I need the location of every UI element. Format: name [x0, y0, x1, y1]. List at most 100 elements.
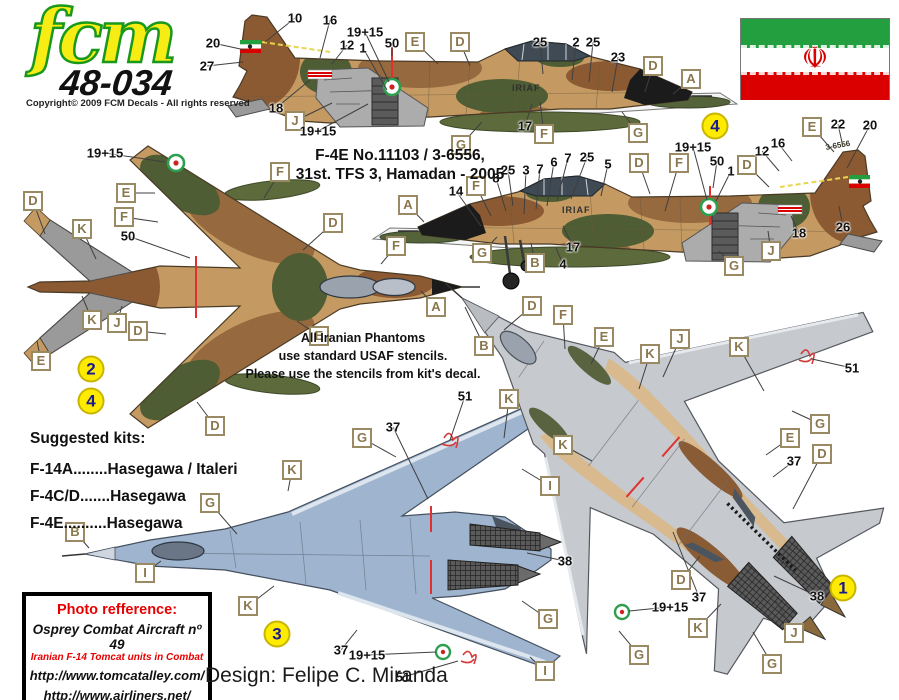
callout-number-51: 51: [844, 360, 860, 376]
callout-number-19+15: 19+15: [674, 139, 712, 155]
callout-number-38: 38: [809, 588, 825, 604]
callout-letter-G: G: [762, 654, 782, 674]
callout-letter-G: G: [628, 123, 648, 143]
callout-letter-E: E: [594, 327, 614, 347]
callout-letter-E: E: [405, 32, 425, 52]
iriaf-text: IRIAF: [562, 205, 591, 215]
callout-letter-A: A: [681, 69, 701, 89]
flag-white-stripe: ☫: [741, 41, 889, 76]
callout-letter-K: K: [640, 344, 660, 364]
callout-number-10: 10: [287, 10, 303, 26]
scheme-marker-1: 1: [829, 574, 857, 602]
scheme-marker-4: 4: [77, 387, 105, 415]
callout-letter-F: F: [386, 236, 406, 256]
callout-number-19+15: 19+15: [651, 599, 689, 615]
wing-script-emblem: [798, 349, 815, 365]
callout-number-1: 1: [727, 163, 735, 179]
callout-number-14: 14: [448, 183, 464, 199]
stencil-note-line2: use standard USAF stencils.: [278, 349, 448, 363]
callout-number-5: 5: [604, 156, 612, 172]
callout-letter-G: G: [724, 256, 744, 276]
callout-number-1: 1: [359, 40, 367, 56]
photo-reference-subtitle: Iranian F-14 Tomcat units in Combat: [30, 652, 204, 663]
photo-reference-link2[interactable]: http://www.airliners.net/: [43, 688, 191, 700]
callout-number-37: 37: [786, 453, 802, 469]
callout-letter-K: K: [282, 460, 302, 480]
stencil-note-line3: Please use the stencils from kit's decal…: [245, 367, 481, 381]
scheme-marker-2: 2: [77, 355, 105, 383]
callout-letter-D: D: [671, 570, 691, 590]
callout-number-25: 25: [579, 149, 595, 165]
photo-reference-book: Osprey Combat Aircraft nº 49: [32, 622, 202, 652]
callout-letter-F: F: [534, 124, 554, 144]
photo-reference-box: Photo refference: Osprey Combat Aircraft…: [22, 592, 212, 700]
wing-script-emblem: [460, 650, 477, 665]
callout-number-38: 38: [557, 553, 573, 569]
callout-letter-J: J: [670, 329, 690, 349]
fcm-logo: fcm: [29, 0, 179, 81]
callout-letter-F: F: [114, 207, 134, 227]
callout-letter-A: A: [426, 297, 446, 317]
iran-roundel: [166, 153, 186, 173]
callout-letter-D: D: [323, 213, 343, 233]
kit-item: F-4E..........Hasegawa: [30, 515, 183, 532]
subject-title: F-4E No.11103 / 3-6556, 31st. TFS 3, Ham…: [250, 146, 550, 184]
callout-letter-I: I: [135, 563, 155, 583]
callout-number-4: 4: [559, 256, 567, 272]
callout-letter-B: B: [525, 253, 545, 273]
iran-roundel: [613, 603, 631, 621]
callout-number-37: 37: [333, 642, 349, 658]
callout-letter-G: G: [538, 609, 558, 629]
callout-number-19+15: 19+15: [346, 24, 384, 40]
callout-letter-J: J: [784, 623, 804, 643]
callout-number-12: 12: [754, 143, 770, 159]
callout-number-50: 50: [120, 228, 136, 244]
callout-number-2: 2: [572, 34, 580, 50]
f14-top-view-blue: [61, 397, 563, 669]
callout-letter-D: D: [643, 56, 663, 76]
callout-letter-E: E: [780, 428, 800, 448]
callout-number-20: 20: [862, 117, 878, 133]
kit-item: F-14A........Hasegawa / Italeri: [30, 461, 238, 478]
scheme-marker-3: 3: [263, 620, 291, 648]
iran-roundel: [382, 77, 402, 97]
callout-letter-F: F: [669, 153, 689, 173]
callout-letter-I: I: [540, 476, 560, 496]
suggested-kits-heading: Suggested kits:: [30, 430, 146, 447]
callout-letter-G: G: [810, 414, 830, 434]
flag-red-stripe: [741, 72, 889, 100]
callout-number-19+15: 19+15: [299, 123, 337, 139]
subject-title-line2: 31st. TFS 3, Hamadan - 2005: [295, 166, 505, 183]
callout-number-19+15: 19+15: [348, 647, 386, 663]
callout-letter-D: D: [450, 32, 470, 52]
callout-letter-A: A: [398, 195, 418, 215]
f4e-side-profile-right: IRIAF: [204, 6, 737, 148]
design-credit: Design: Felipe C. Miranda: [205, 664, 448, 687]
callout-letter-G: G: [352, 428, 372, 448]
callout-number-27: 27: [199, 58, 215, 74]
copyright-text: Copyright© 2009 FCM Decals - All rights …: [26, 98, 250, 109]
callout-number-51: 51: [457, 388, 473, 404]
callout-letter-F: F: [553, 305, 573, 325]
callout-number-25: 25: [532, 34, 548, 50]
callout-letter-D: D: [812, 444, 832, 464]
iran-flag: ☫: [740, 18, 890, 100]
callout-letter-E: E: [31, 351, 51, 371]
callout-number-50: 50: [709, 153, 725, 169]
callout-letter-K: K: [499, 389, 519, 409]
callout-number-19+15: 19+15: [86, 145, 124, 161]
callout-letter-D: D: [23, 191, 43, 211]
callout-number-37: 37: [691, 589, 707, 605]
callout-number-18: 18: [268, 100, 284, 116]
stencil-note: All Iranian Phantoms use standard USAF s…: [232, 329, 494, 383]
callout-letter-G: G: [472, 243, 492, 263]
photo-reference-link1[interactable]: http://www.tomcatalley.com/: [29, 668, 205, 683]
callout-number-26: 26: [835, 219, 851, 235]
callout-number-17: 17: [517, 118, 533, 134]
iran-emblem-icon: ☫: [801, 41, 829, 76]
callout-number-23: 23: [610, 49, 626, 65]
callout-letter-I: I: [535, 661, 555, 681]
callout-letter-E: E: [802, 117, 822, 137]
callout-letter-E: E: [116, 183, 136, 203]
